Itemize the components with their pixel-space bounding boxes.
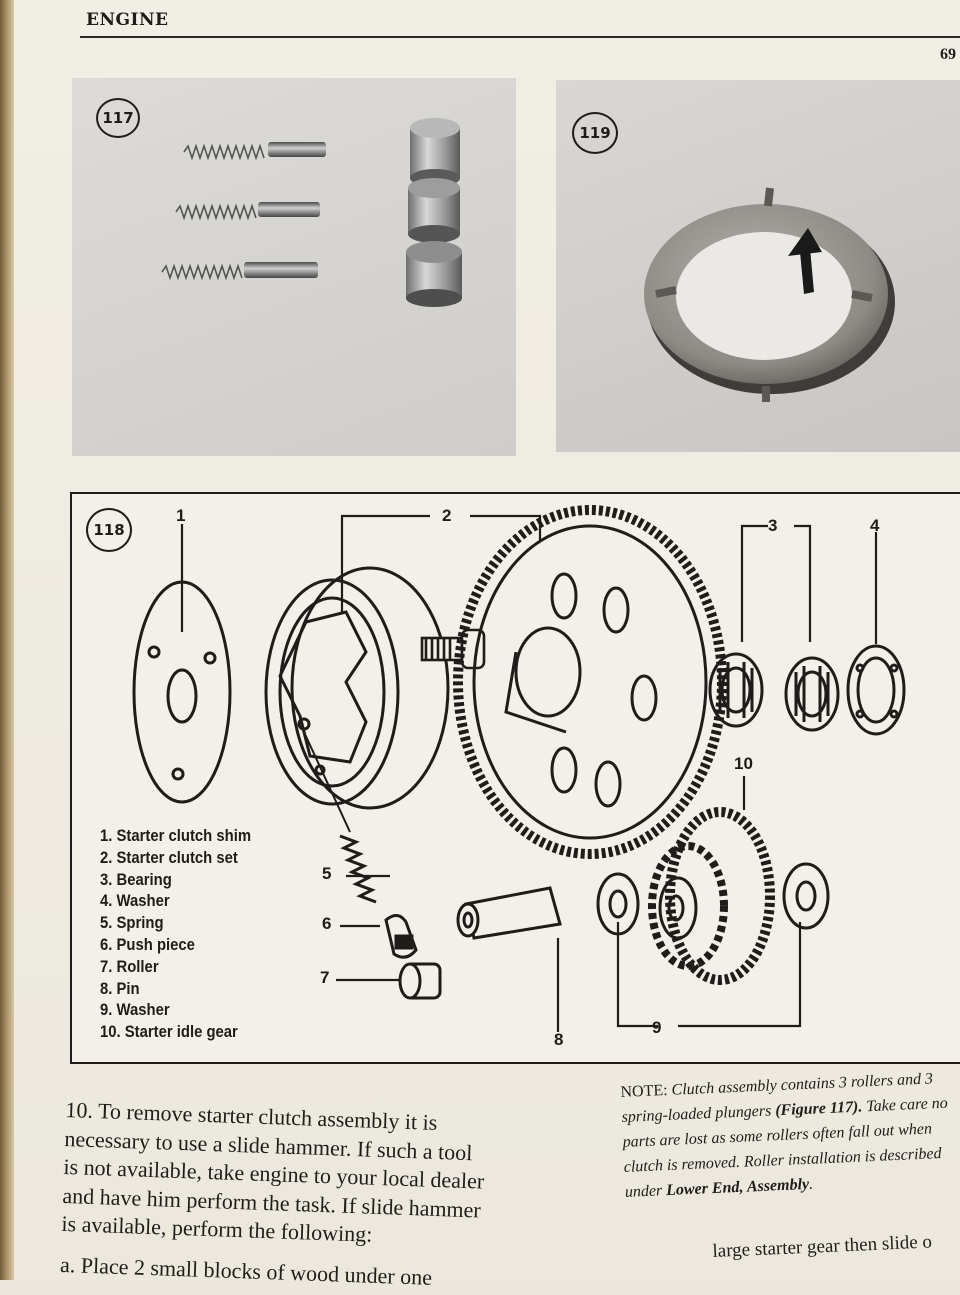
needle-bearing bbox=[708, 652, 764, 728]
legend-item: 2. Starter clutch set bbox=[100, 848, 238, 867]
legend-item: 5. Spring bbox=[100, 914, 164, 933]
callout-leader-3 bbox=[740, 524, 812, 642]
springs-and-rollers-photo bbox=[161, 118, 462, 307]
step-a-line: a. Place 2 small blocks of wood under on… bbox=[59, 1251, 433, 1290]
spring-plunger bbox=[161, 262, 318, 281]
legend-item: 8. Pin bbox=[100, 979, 140, 998]
callout-2: 2 bbox=[442, 506, 452, 525]
starter-clutch-shim bbox=[132, 580, 232, 804]
legend-item: 4. Washer bbox=[100, 892, 170, 911]
note-paragraph: NOTE: Clutch assembly contains 3 rollers… bbox=[620, 1066, 955, 1205]
legend-item: 9. Washer bbox=[100, 1001, 170, 1020]
step-10-text: 10. To remove starter clutch assembly it… bbox=[60, 1096, 536, 1295]
callout-4: 4 bbox=[870, 516, 880, 535]
clutch-roller bbox=[398, 962, 442, 1000]
callout-1: 1 bbox=[176, 506, 186, 525]
spring-plunger bbox=[175, 202, 320, 221]
legend-item: 7. Roller bbox=[100, 957, 159, 976]
starter-clutch-housing bbox=[264, 566, 450, 810]
legend-item: 1. Starter clutch shim bbox=[100, 827, 252, 845]
page-number: 69 bbox=[940, 46, 956, 63]
roller bbox=[406, 241, 462, 307]
idle-gear-washer bbox=[782, 862, 830, 930]
running-head: ENGINE bbox=[86, 10, 169, 30]
idle-gear-washer bbox=[596, 872, 640, 936]
roller bbox=[410, 118, 460, 187]
starter-idle-gear bbox=[648, 807, 775, 985]
figure-119-photo bbox=[556, 80, 960, 452]
legend-item: 3. Bearing bbox=[100, 870, 172, 889]
callout-8: 8 bbox=[554, 1030, 564, 1049]
figure-118-exploded-view bbox=[132, 505, 906, 1032]
roller bbox=[408, 178, 460, 243]
starter-gear bbox=[453, 505, 727, 859]
callout-3: 3 bbox=[768, 516, 778, 535]
callout-9: 9 bbox=[652, 1018, 662, 1037]
push-piece bbox=[384, 914, 418, 959]
note-figure-ref: (Figure 117). bbox=[774, 1098, 863, 1120]
clutch-spring bbox=[303, 731, 377, 904]
thrust-washer bbox=[644, 187, 895, 402]
spring-plunger bbox=[183, 142, 326, 161]
note-bold-ref: Lower End, Assembly bbox=[665, 1175, 810, 1200]
book-spine bbox=[0, 0, 14, 1280]
housing-bolt bbox=[420, 628, 486, 670]
figure-118-legend: 1. Starter clutch shim 2. Starter clutch… bbox=[100, 826, 251, 1044]
legend-item: 6. Push piece bbox=[100, 935, 195, 954]
figure-118-frame bbox=[70, 492, 960, 1064]
note-label: NOTE: bbox=[620, 1081, 668, 1101]
note-end: . bbox=[808, 1175, 814, 1193]
idle-gear-pin bbox=[456, 886, 562, 940]
tab-washer bbox=[846, 644, 906, 736]
header-rule bbox=[80, 36, 960, 38]
callout-leader-9 bbox=[616, 922, 802, 1028]
callout-leader-2 bbox=[340, 514, 542, 612]
callout-6: 6 bbox=[322, 914, 332, 933]
needle-bearing bbox=[784, 656, 840, 732]
callout-5: 5 bbox=[322, 864, 332, 883]
legend-item: 10. Starter idle gear bbox=[100, 1023, 238, 1042]
thrust-washer-photo bbox=[644, 187, 895, 402]
arrow-icon bbox=[788, 228, 822, 294]
figure-117-photo bbox=[72, 78, 516, 456]
callout-10: 10 bbox=[734, 754, 753, 773]
figure-117-label: 117 bbox=[96, 98, 140, 138]
figure-119-label: 119 bbox=[572, 112, 618, 154]
figure-118-label: 118 bbox=[86, 508, 132, 552]
callout-7: 7 bbox=[320, 968, 330, 987]
